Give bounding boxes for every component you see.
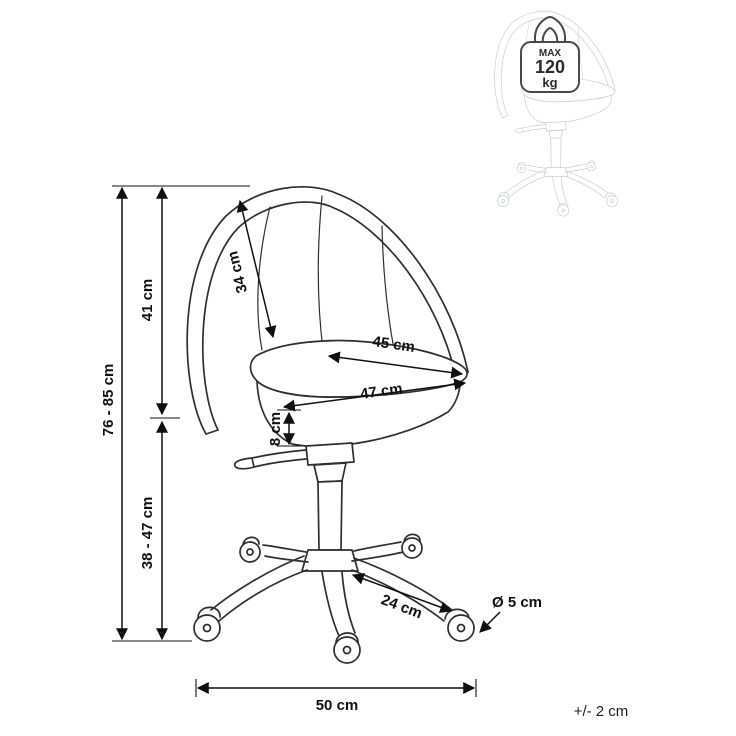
weight-limit-icon: MAX 120 kg xyxy=(520,15,580,93)
max-load-label: MAX xyxy=(539,48,562,59)
max-load-unit: kg xyxy=(542,75,557,90)
dim-seat-height-range: 38 - 47 cm xyxy=(139,420,168,641)
dim-overall-height-label: 76 - 85 cm xyxy=(100,364,117,437)
dim-backrest-inner-height-label: 34 cm xyxy=(224,249,251,294)
tolerance-note: +/- 2 cm xyxy=(574,703,629,720)
dim-seat-depth-label: 47 cm xyxy=(359,380,403,403)
dim-base-arm-length-label: 24 cm xyxy=(379,591,425,622)
dim-base-width-label: 50 cm xyxy=(316,697,359,714)
max-load-value: 120 xyxy=(535,57,565,77)
badge-body xyxy=(520,41,580,93)
dim-seat-height-range-label: 38 - 47 cm xyxy=(139,497,156,570)
dim-caster-diameter: Ø 5 cm xyxy=(479,594,542,633)
dim-overall-height: 76 - 85 cm xyxy=(100,186,128,641)
dim-seat-width: 45 cm xyxy=(327,333,464,379)
dim-seat-thickness-label: 8 cm xyxy=(267,412,284,446)
dim-caster-diameter-label: Ø 5 cm xyxy=(492,594,542,611)
dim-seat-thickness: 8 cm xyxy=(267,411,295,446)
dim-backrest-height: 41 cm xyxy=(139,186,168,416)
dim-seat-width-label: 45 cm xyxy=(371,333,415,356)
dim-backrest-inner-height: 34 cm xyxy=(224,199,277,339)
extension-lines xyxy=(112,185,477,697)
dim-base-width: 50 cm xyxy=(196,682,476,714)
dim-backrest-height-label: 41 cm xyxy=(139,279,156,322)
dim-seat-depth: 47 cm xyxy=(282,378,467,412)
badge-handle-inner xyxy=(541,26,559,46)
